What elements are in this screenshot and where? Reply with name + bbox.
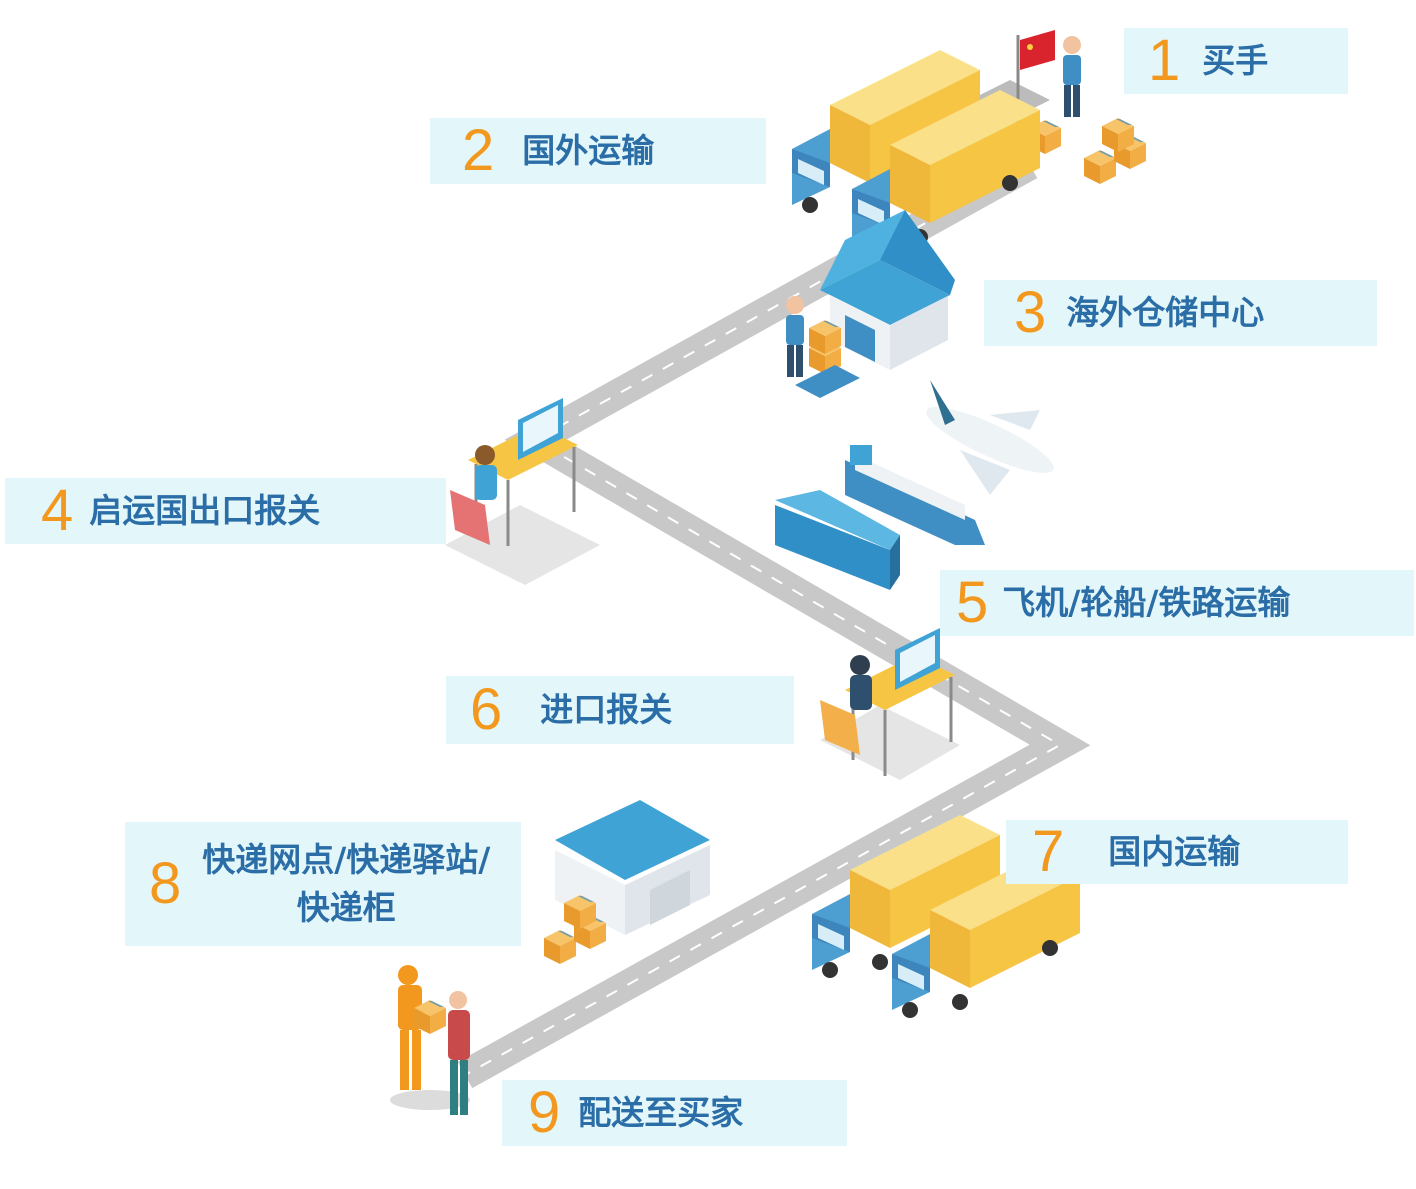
- step-label: 启运国出口报关: [89, 490, 321, 530]
- airplane-icon: [926, 380, 1054, 495]
- step-number: 4: [41, 478, 74, 543]
- step-label: 配送至买家: [578, 1092, 744, 1132]
- step-label: 国外运输: [522, 130, 655, 170]
- step-8-courier-station: 8 快递网点/快递驿站/快递柜: [125, 822, 521, 946]
- step-1-buyer: 1 买手: [1124, 28, 1348, 94]
- step-label: 海外仓储中心: [1066, 292, 1265, 332]
- step-number: 7: [1032, 819, 1065, 884]
- courier-delivery-icon: [390, 965, 470, 1115]
- step-9-deliver-to-buyer: 9 配送至买家: [502, 1080, 847, 1146]
- step-3-overseas-warehouse: 3 海外仓储中心: [984, 280, 1377, 346]
- step-label: 买手: [1202, 40, 1269, 80]
- forklift-worker-icon: [786, 296, 860, 398]
- step-number: 1: [1148, 28, 1181, 93]
- customs-officer-icon: [445, 396, 600, 585]
- step-number: 5: [956, 570, 989, 635]
- step-7-domestic-transport: 7 国内运输: [1006, 820, 1348, 884]
- step-label: 国内运输: [1108, 831, 1241, 871]
- step-label: 快递网点/快递驿站/快递柜: [202, 840, 491, 927]
- warehouse-icon: [820, 210, 955, 370]
- step-2-overseas-transport: 2 国外运输: [430, 118, 766, 184]
- step-number: 2: [462, 118, 495, 183]
- train-icon: [775, 490, 900, 590]
- step-4-export-customs: 4 启运国出口报关: [5, 478, 446, 544]
- step-number: 9: [528, 1080, 561, 1145]
- step-label: 进口报关: [540, 689, 673, 729]
- step-number: 6: [470, 677, 503, 742]
- cargo-ship-icon: [845, 445, 985, 545]
- warehouse-icon: [555, 800, 710, 935]
- step-label: 飞机/轮船/铁路运输: [1002, 582, 1291, 622]
- road: [457, 151, 1091, 1089]
- step-number: 3: [1014, 280, 1047, 345]
- step-6-import-customs: 6 进口报关: [446, 676, 794, 744]
- step-number: 8: [149, 851, 182, 916]
- customs-officer-icon: [820, 626, 960, 780]
- step-5-international-transport: 5 飞机/轮船/铁路运输: [940, 570, 1414, 636]
